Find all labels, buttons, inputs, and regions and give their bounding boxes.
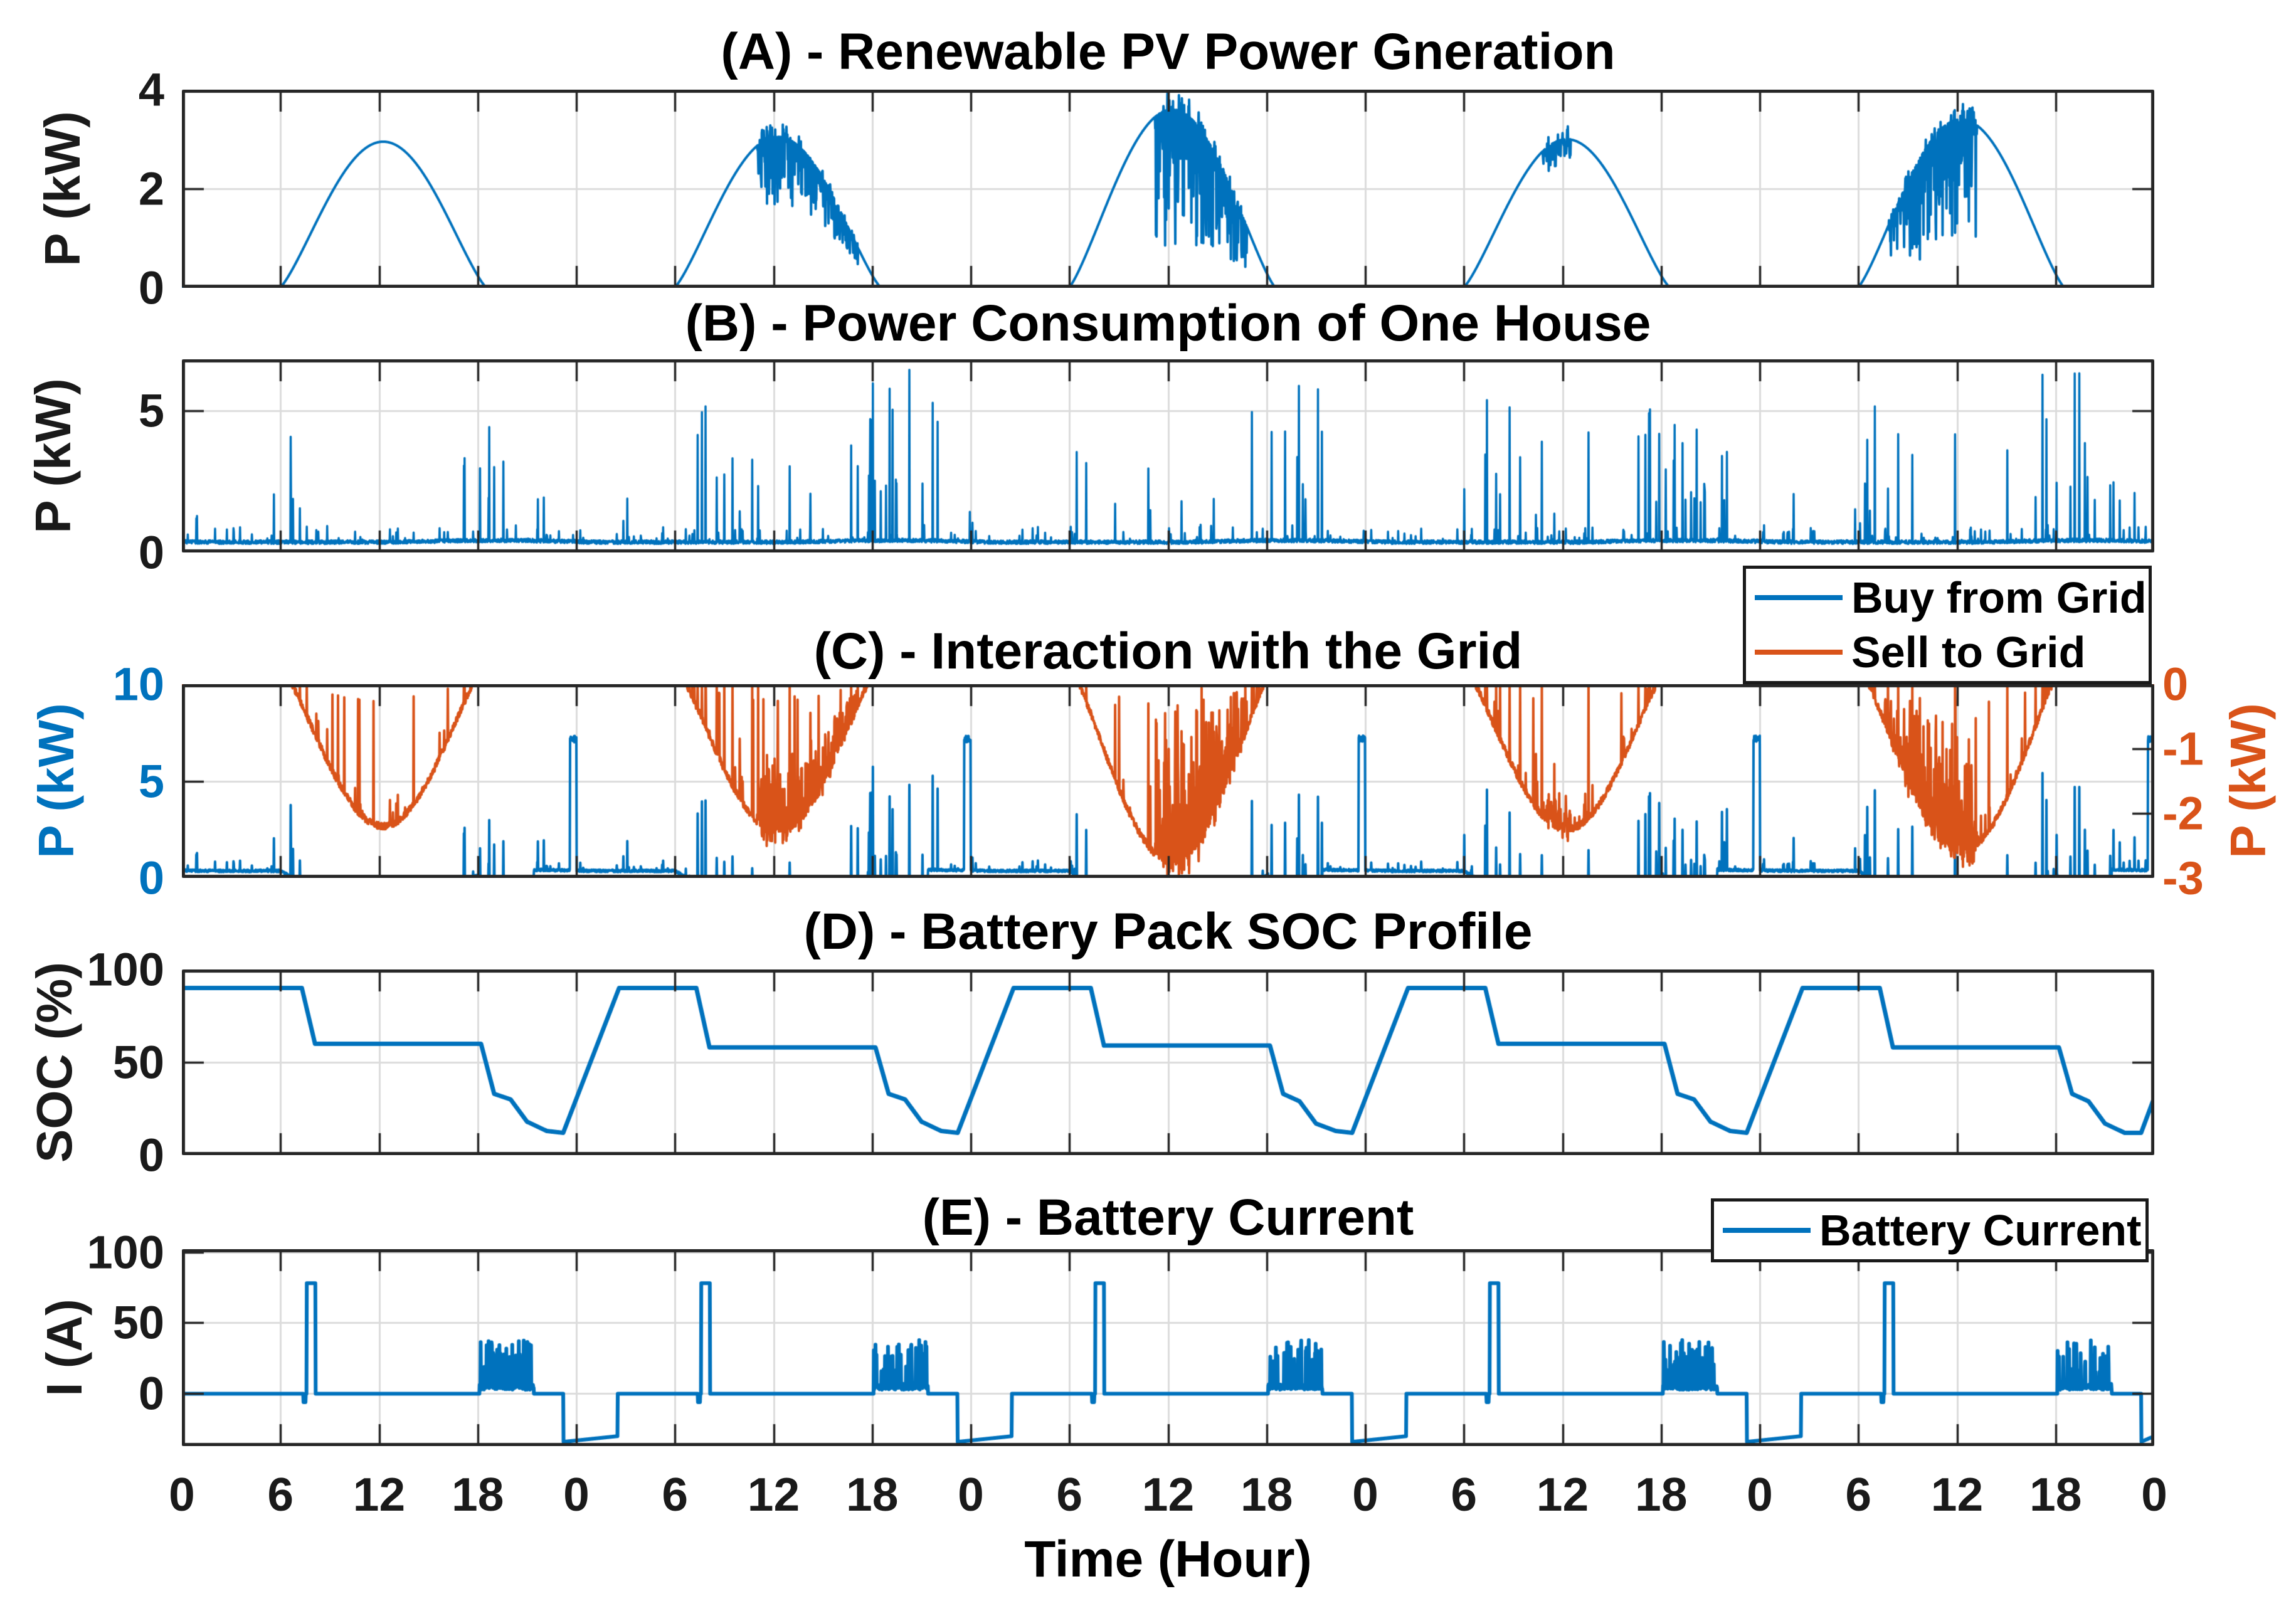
plot-d-title: (D) - Battery Pack SOC Profile bbox=[803, 903, 1533, 960]
y-tick-label: 5 bbox=[138, 384, 164, 437]
plot-c-title: (C) - Interaction with the Grid bbox=[813, 623, 1523, 680]
plot-c-right-ylabel: P (kW) bbox=[2220, 703, 2276, 858]
sell-line-icon bbox=[1755, 649, 1843, 655]
plot-a-area bbox=[182, 90, 2154, 288]
y-tick-label: 10 bbox=[112, 658, 164, 710]
y-tick-label: 50 bbox=[112, 1296, 164, 1349]
plot-b-title: (B) - Power Consumption of One House bbox=[685, 295, 1651, 352]
x-tick-label: 0 bbox=[958, 1468, 984, 1521]
plot-c-area bbox=[182, 684, 2154, 878]
legend-label: Sell to Grid bbox=[1851, 627, 2086, 677]
y-tick-label: 0 bbox=[138, 852, 164, 904]
y-tick-label: 0 bbox=[138, 261, 164, 314]
battery-legend: Battery Current bbox=[1711, 1198, 2149, 1262]
y-tick-label: 0 bbox=[138, 1367, 164, 1420]
y-tick-label: 50 bbox=[112, 1036, 164, 1089]
y-tick-label: 4 bbox=[138, 63, 164, 116]
x-axis-label: Time (Hour) bbox=[1024, 1531, 1312, 1588]
y-tick-label: 0 bbox=[138, 1129, 164, 1181]
x-tick-label: 0 bbox=[1352, 1468, 1378, 1521]
x-tick-label: 0 bbox=[563, 1468, 590, 1521]
plot-e-title: (E) - Battery Current bbox=[922, 1189, 1414, 1246]
y-tick-label: -1 bbox=[2162, 722, 2204, 775]
buy-line-icon bbox=[1755, 595, 1843, 601]
plot-c-canvas bbox=[182, 684, 2154, 878]
y-tick-label: -2 bbox=[2162, 787, 2204, 840]
x-tick-label: 18 bbox=[1241, 1468, 1293, 1521]
plot-b-area bbox=[182, 359, 2154, 552]
x-tick-label: 12 bbox=[1536, 1468, 1589, 1521]
legend-label: Buy from Grid bbox=[1851, 573, 2147, 623]
x-tick-label: 12 bbox=[352, 1468, 406, 1521]
y-tick-label: 0 bbox=[2162, 658, 2189, 710]
plot-e-ylabel: I (A) bbox=[36, 1299, 92, 1397]
plot-b-ylabel: P (kW) bbox=[25, 378, 81, 534]
plot-b-canvas bbox=[182, 359, 2154, 552]
y-tick-label: -3 bbox=[2162, 852, 2204, 904]
x-tick-label: 18 bbox=[452, 1468, 504, 1521]
x-tick-label: 6 bbox=[1056, 1468, 1083, 1521]
plot-d-area bbox=[182, 969, 2154, 1155]
plot-a-title: (A) - Renewable PV Power Gneration bbox=[721, 23, 1616, 80]
x-tick-label: 0 bbox=[1747, 1468, 1773, 1521]
plot-d-ylabel: SOC (%) bbox=[26, 962, 82, 1163]
plot-a-ylabel: P (kW) bbox=[34, 111, 90, 267]
grid-legend: Buy from Grid Sell to Grid bbox=[1743, 566, 2152, 684]
x-tick-label: 12 bbox=[1930, 1468, 1984, 1521]
x-tick-label: 6 bbox=[662, 1468, 689, 1521]
legend-entry-battery-current: Battery Current bbox=[1714, 1205, 2145, 1255]
legend-label: Battery Current bbox=[1819, 1206, 2142, 1255]
x-tick-label: 6 bbox=[1451, 1468, 1478, 1521]
x-tick-label: 12 bbox=[747, 1468, 800, 1521]
x-tick-label: 0 bbox=[169, 1468, 195, 1521]
y-tick-label: 5 bbox=[138, 755, 164, 807]
plot-c-ylabel: P (kW) bbox=[28, 703, 84, 858]
x-tick-label: 18 bbox=[1635, 1468, 1688, 1521]
x-tick-label: 0 bbox=[2141, 1468, 2167, 1521]
x-tick-label: 18 bbox=[2029, 1468, 2082, 1521]
battery-current-line-icon bbox=[1723, 1228, 1811, 1233]
plot-d-canvas bbox=[182, 969, 2154, 1155]
y-tick-label: 0 bbox=[138, 526, 164, 579]
y-tick-label: 100 bbox=[87, 1226, 164, 1279]
legend-entry-sell: Sell to Grid bbox=[1746, 627, 2149, 677]
plot-a-canvas bbox=[182, 90, 2154, 288]
x-tick-label: 6 bbox=[267, 1468, 294, 1521]
legend-entry-buy: Buy from Grid bbox=[1746, 573, 2149, 623]
y-tick-label: 2 bbox=[138, 162, 164, 215]
x-tick-label: 12 bbox=[1141, 1468, 1195, 1521]
x-tick-label: 6 bbox=[1845, 1468, 1872, 1521]
plot-e-canvas bbox=[182, 1249, 2154, 1446]
y-tick-label: 100 bbox=[87, 943, 164, 996]
plot-e-area bbox=[182, 1249, 2154, 1446]
x-tick-label: 18 bbox=[846, 1468, 899, 1521]
